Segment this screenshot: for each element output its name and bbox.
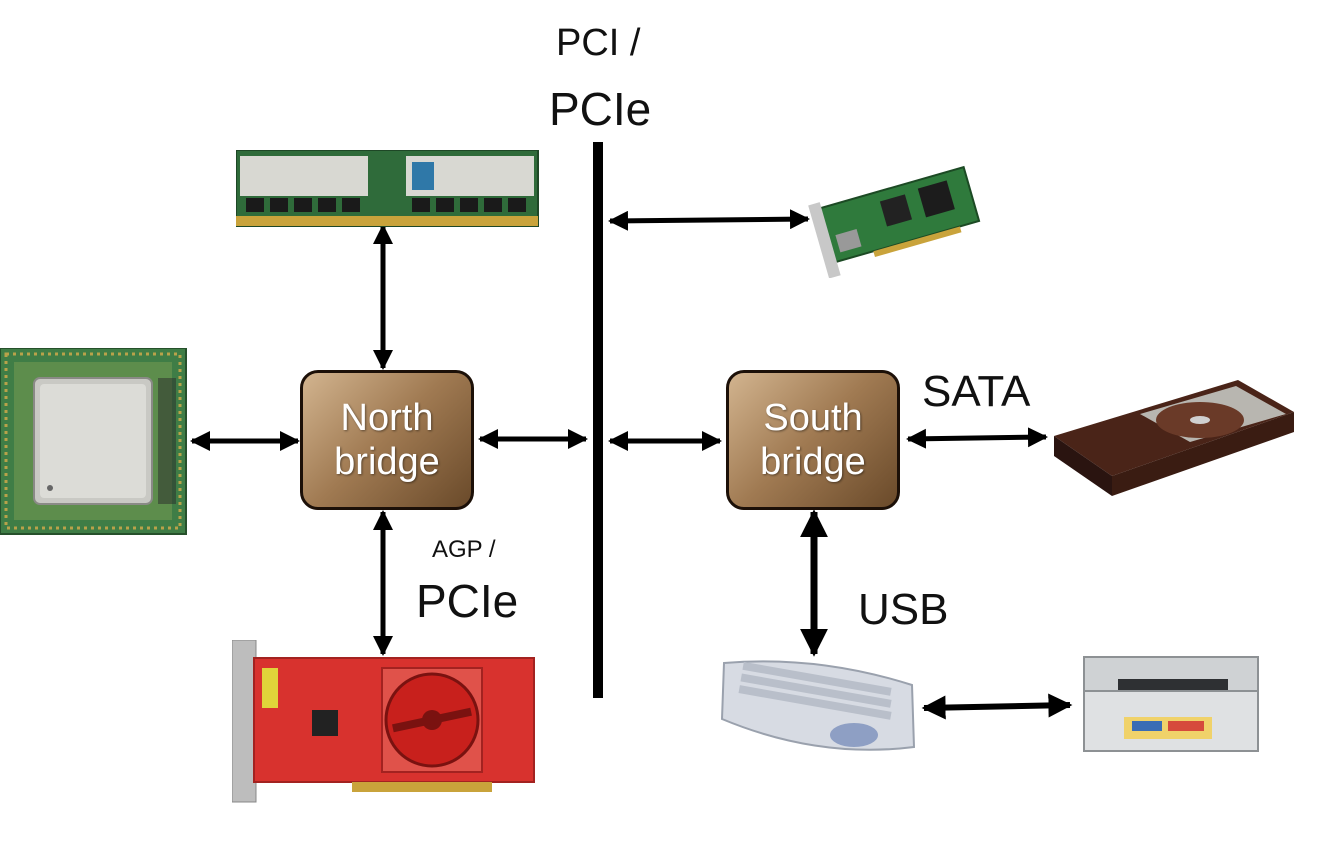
graphics-card-icon: [232, 640, 535, 803]
north-bridge: North bridge: [300, 370, 474, 510]
cpu-icon: [0, 348, 187, 535]
keyboard-printer-arrow: [921, 693, 1073, 720]
southbridge-hdd-arrow: [906, 427, 1048, 449]
pci-bus-label-bottom: PCIe: [549, 83, 652, 135]
sata-label: SATA: [922, 367, 1031, 416]
keyboard-icon: [720, 660, 916, 751]
agp-label-top: AGP /: [432, 536, 496, 563]
printer-icon: [1083, 656, 1259, 752]
usb-label: USB: [858, 585, 949, 634]
south-bridge-line2: bridge: [760, 441, 866, 483]
hard-disk-icon: [1054, 380, 1294, 496]
north-bridge-line2: bridge: [334, 441, 440, 483]
bus-card-arrow: [608, 209, 810, 231]
agp-label-bottom: PCIe: [416, 575, 519, 627]
network-card-icon: [808, 165, 981, 278]
ram-module-icon: [236, 150, 539, 227]
pci-bus-label-top: PCI /: [556, 22, 641, 64]
south-bridge: South bridge: [726, 370, 900, 510]
south-bridge-line1: South: [763, 397, 863, 439]
north-bridge-line1: North: [340, 397, 434, 439]
